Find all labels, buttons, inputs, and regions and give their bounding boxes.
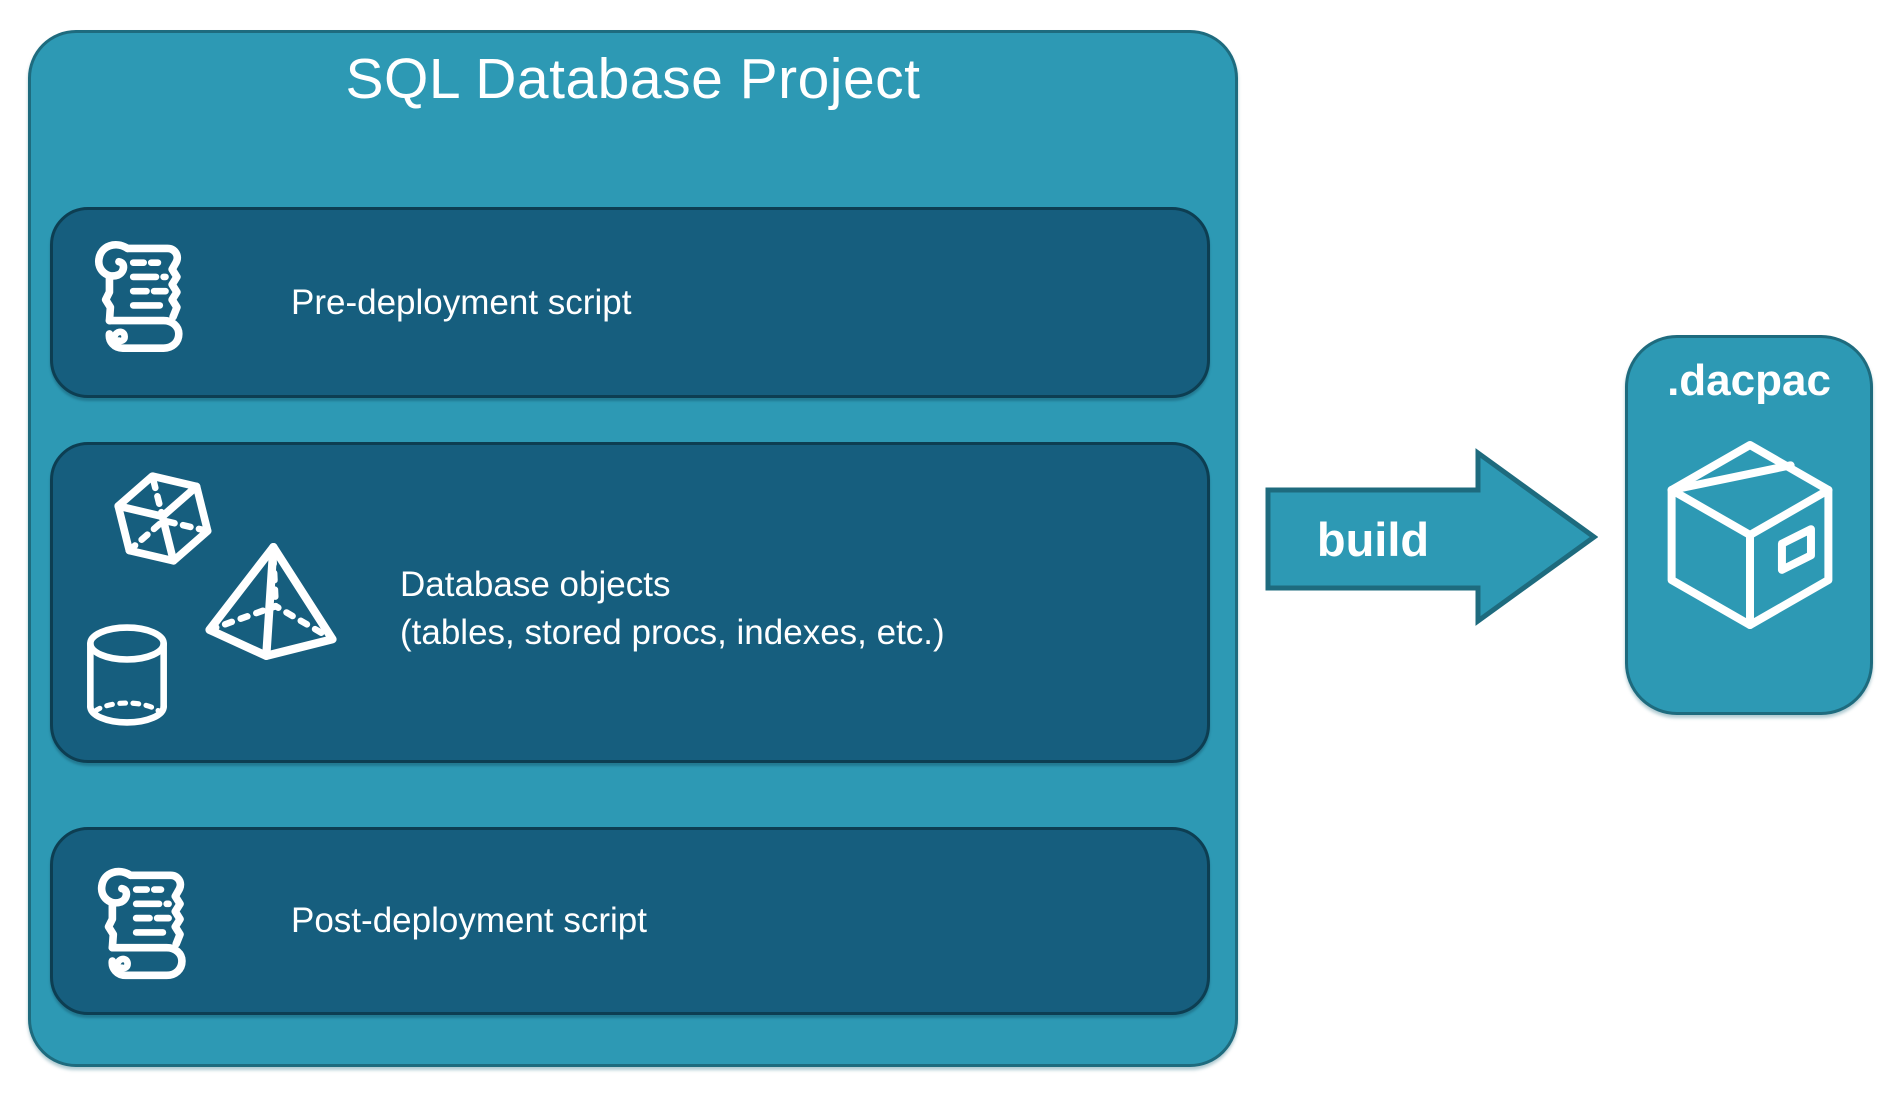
pre-deployment-row: Pre-deployment script	[50, 207, 1210, 398]
dacpac-label: .dacpac	[1667, 356, 1831, 405]
row-label: Post-deployment script	[291, 901, 647, 940]
scroll-icon	[97, 867, 186, 980]
row-label: Database objects	[400, 565, 671, 604]
pyramid-icon	[205, 542, 337, 660]
row-label-group: Database objects (tables, stored procs, …	[400, 561, 945, 657]
package-icon	[1667, 441, 1833, 629]
cube-icon	[114, 472, 212, 565]
cylinder-icon	[87, 624, 167, 726]
database-objects-row: Database objects (tables, stored procs, …	[50, 442, 1210, 763]
build-arrow	[1265, 448, 1598, 626]
scroll-icon	[95, 241, 183, 352]
row-sublabel: (tables, stored procs, indexes, etc.)	[400, 613, 945, 652]
row-label: Pre-deployment script	[291, 282, 632, 322]
project-title: SQL Database Project	[345, 47, 921, 111]
build-label: build	[1316, 512, 1430, 566]
build-arrow-shape	[1265, 448, 1598, 626]
post-deployment-row: Post-deployment script	[50, 827, 1210, 1015]
